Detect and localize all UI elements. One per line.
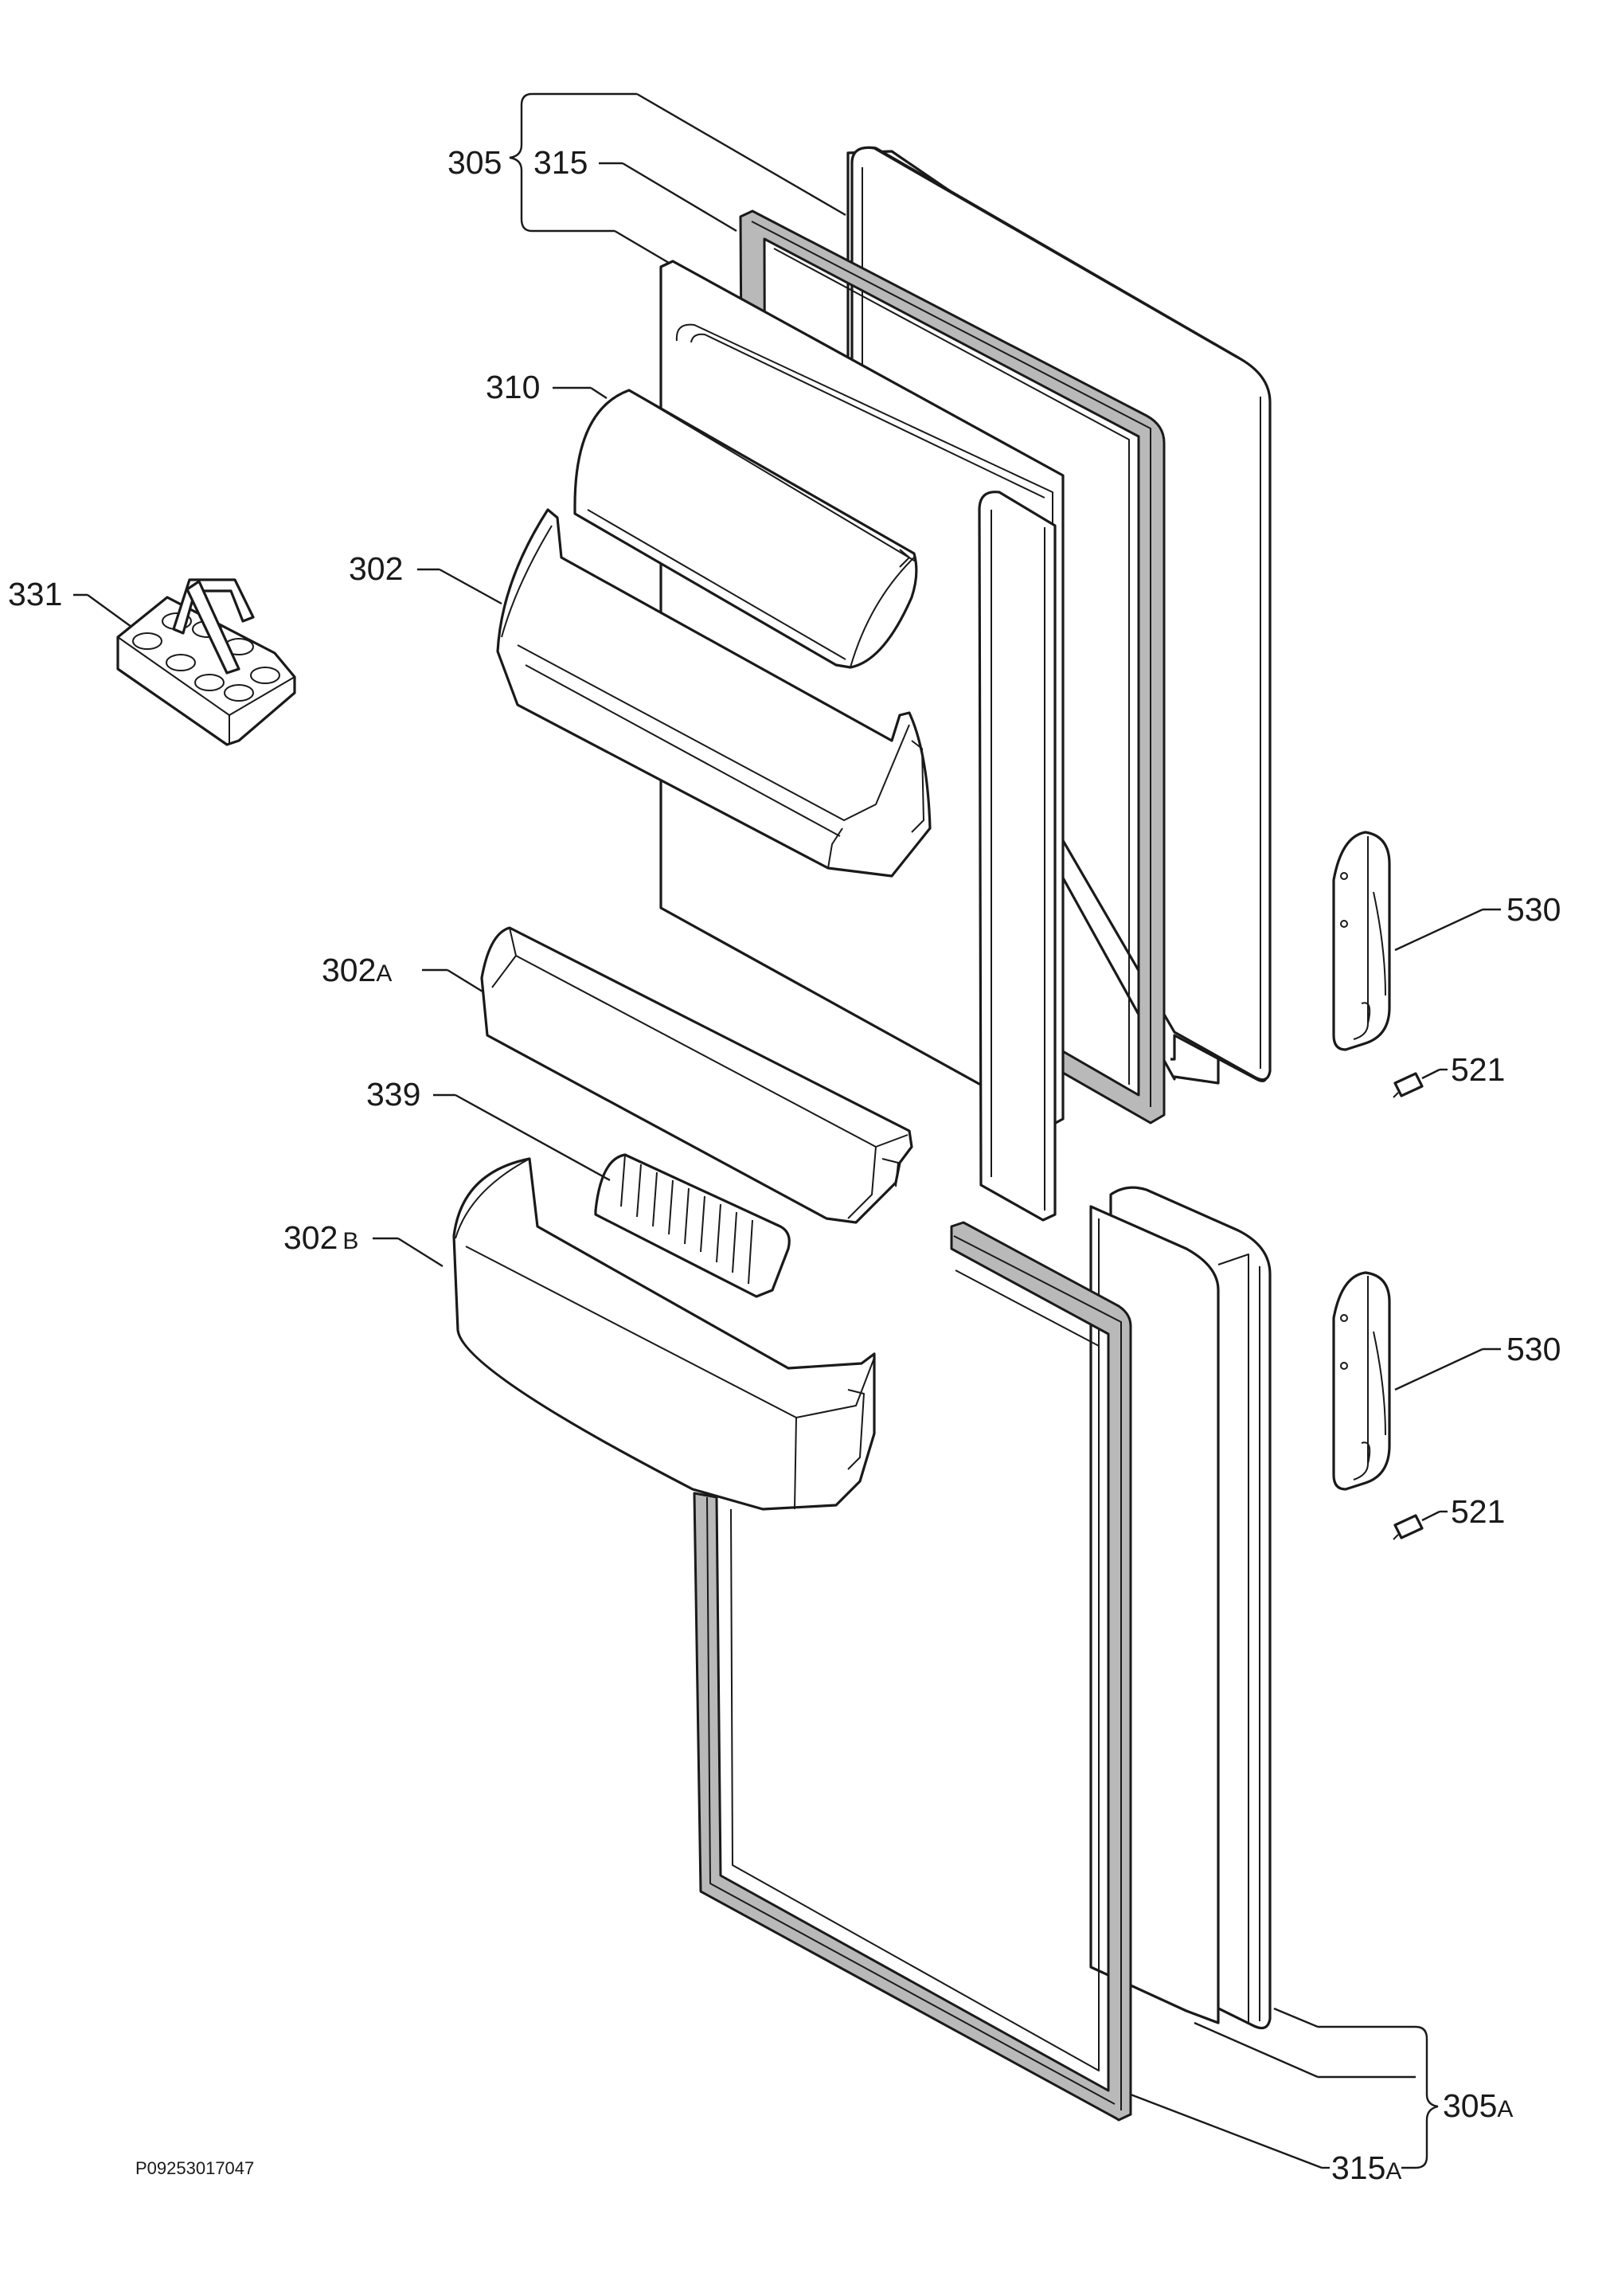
label-315: 315 bbox=[533, 144, 588, 181]
label-302a: 302A bbox=[322, 952, 392, 988]
door-shelf-302 bbox=[496, 508, 932, 878]
screw-521-top bbox=[1393, 1072, 1424, 1098]
label-339: 339 bbox=[366, 1076, 420, 1113]
egg-tray-331 bbox=[116, 578, 296, 746]
door-shelf-302b bbox=[452, 1157, 876, 1511]
label-530-top: 530 bbox=[1506, 891, 1561, 928]
lower-door-gasket bbox=[693, 1221, 1132, 2122]
handle-530-bottom bbox=[1332, 1271, 1391, 1491]
handle-530-top bbox=[1332, 831, 1391, 1051]
label-530-bottom: 530 bbox=[1506, 1331, 1561, 1367]
label-302: 302 bbox=[349, 550, 403, 587]
door-shelf-302a bbox=[480, 926, 913, 1224]
label-315a: 315A bbox=[1331, 2149, 1401, 2186]
label-521-bottom: 521 bbox=[1451, 1493, 1505, 1530]
leader-lines bbox=[73, 92, 1501, 2169]
screw-521-bottom bbox=[1393, 1514, 1424, 1540]
divider-339 bbox=[594, 1153, 791, 1298]
upper-door-gasket bbox=[739, 209, 1166, 1125]
label-521-top: 521 bbox=[1451, 1051, 1505, 1088]
drawing-code: P09253017047 bbox=[135, 2158, 254, 2178]
label-305a: 305A bbox=[1443, 2087, 1513, 2124]
label-310: 310 bbox=[486, 369, 540, 405]
label-331: 331 bbox=[8, 576, 62, 612]
label-305: 305 bbox=[447, 144, 502, 181]
shelf-cover-310 bbox=[573, 389, 918, 669]
